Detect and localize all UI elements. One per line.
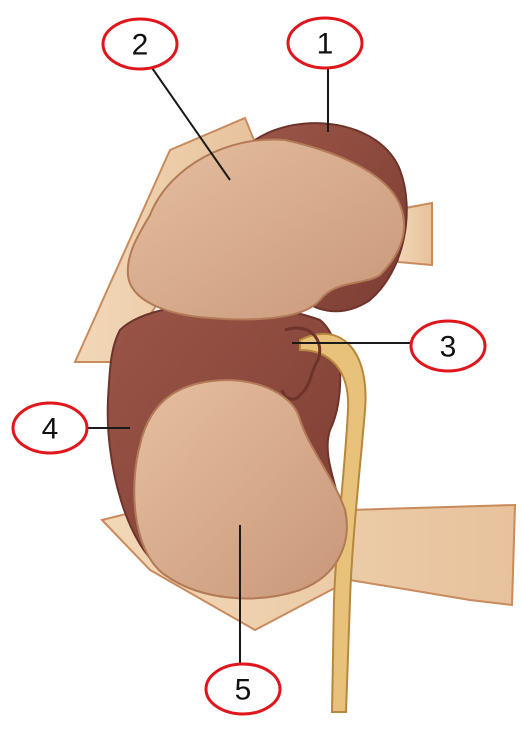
callout-4: 4 (13, 403, 87, 453)
callout-1: 1 (288, 18, 362, 68)
callout-3-label: 3 (440, 331, 457, 364)
callout-3: 3 (411, 321, 485, 371)
callout-4-label: 4 (42, 413, 59, 446)
callout-5-label: 5 (235, 674, 252, 707)
callout-2: 2 (103, 19, 177, 69)
callout-5: 5 (206, 664, 280, 714)
callout-1-label: 1 (317, 28, 334, 61)
callout-2-label: 2 (132, 29, 149, 62)
